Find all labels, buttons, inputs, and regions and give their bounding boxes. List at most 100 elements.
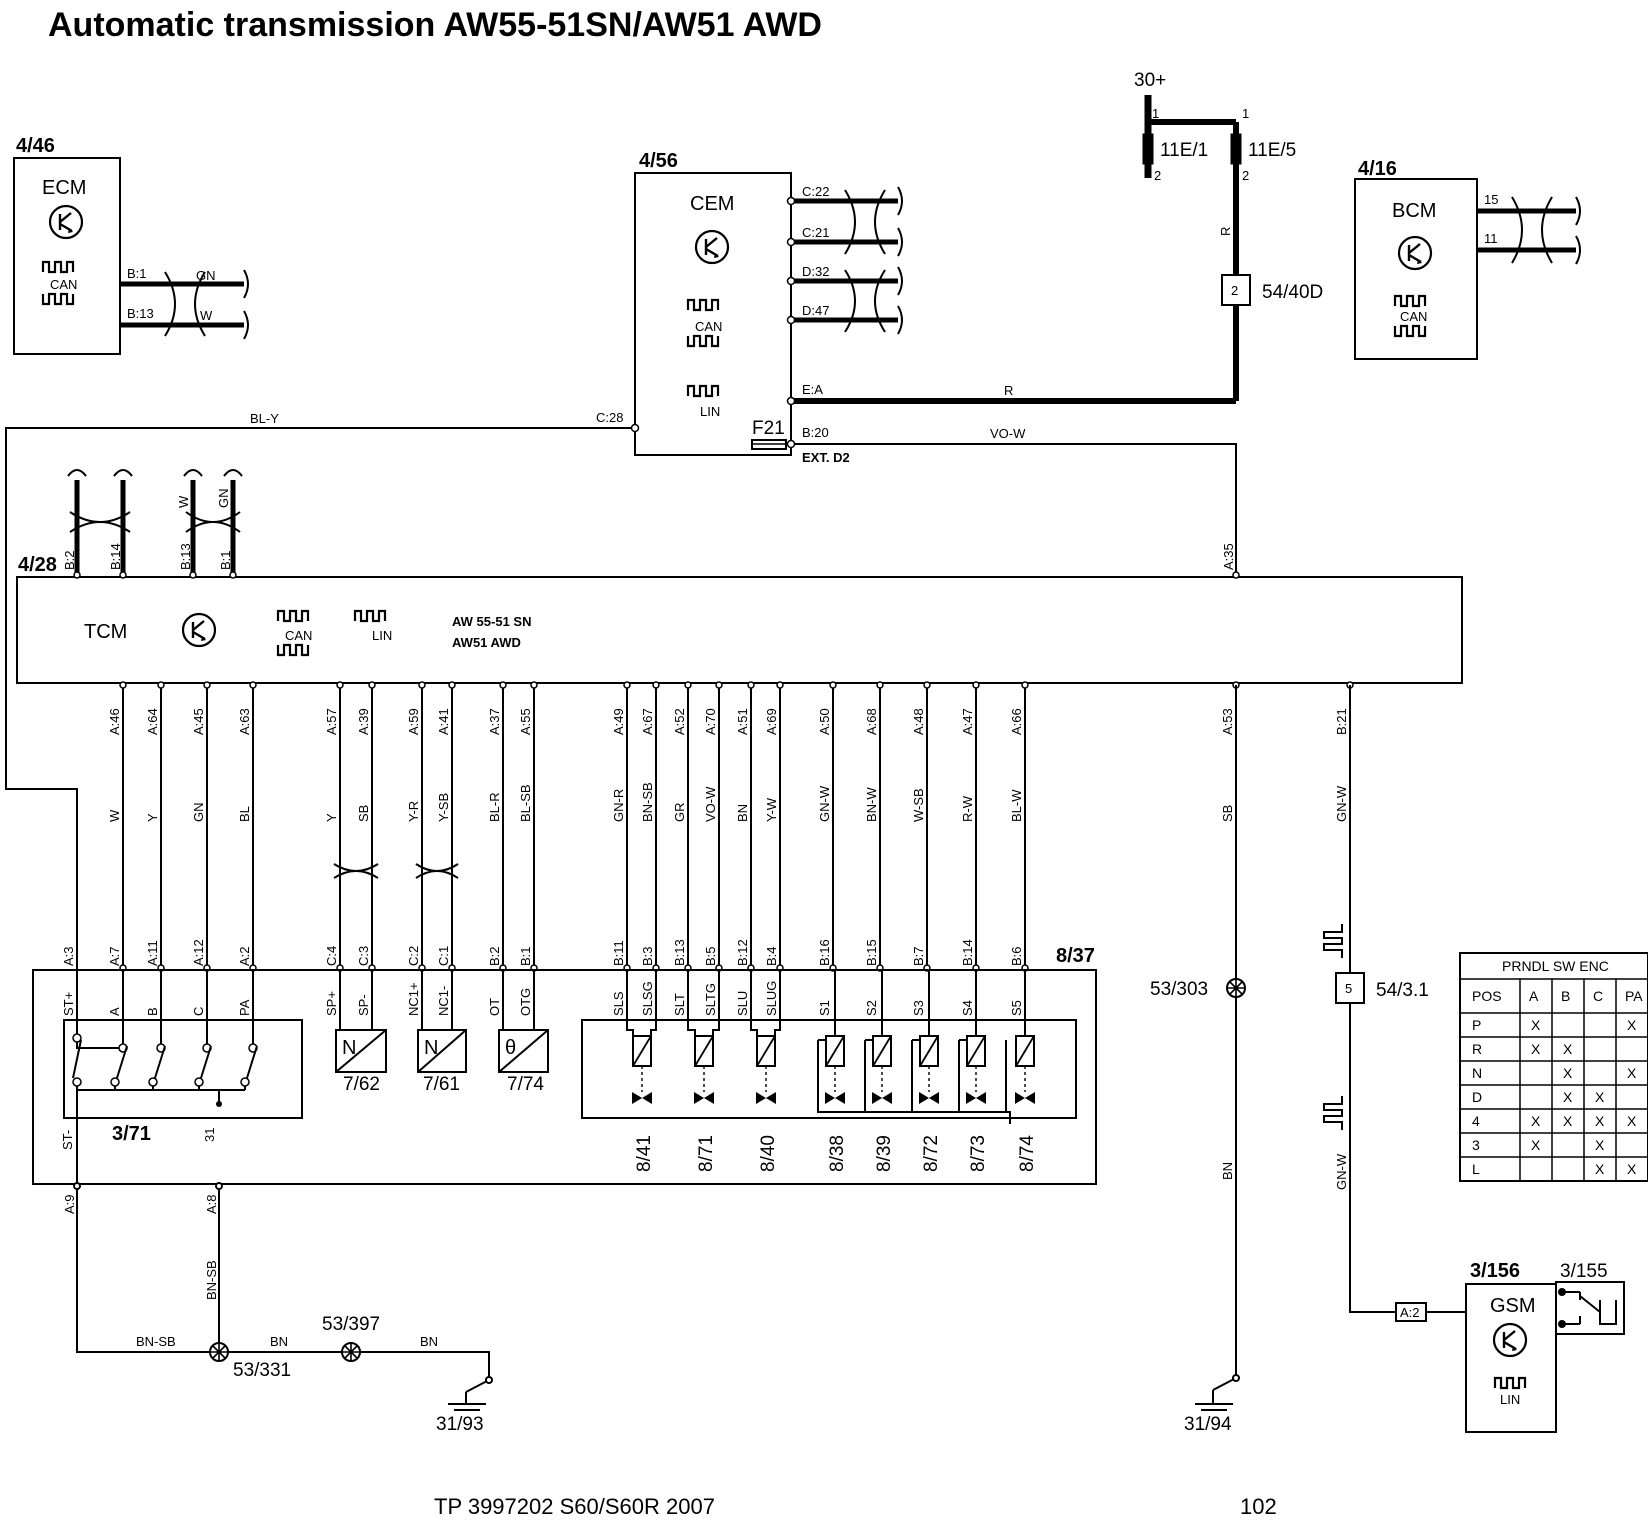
tcm-can: CAN (285, 628, 312, 643)
valve-body-label: S5 (1009, 1000, 1024, 1016)
tcm-bottom-wires: A:46WA:64YA:45GNA:63BLA:57YA:39SBA:59Y-R… (107, 681, 1354, 972)
tcm-bottom-pin: A:64 (145, 708, 160, 735)
tcm-bottom-pin: A:41 (436, 708, 451, 735)
prndl-cell: X (1563, 1065, 1573, 1081)
prndl-cell: X (1595, 1089, 1605, 1105)
tcm-bottom-wire: Y-R (406, 801, 421, 822)
cem-lin: LIN (700, 404, 720, 419)
prndl-cell: X (1627, 1161, 1637, 1177)
prndl-cell: X (1595, 1113, 1605, 1129)
tcm-bottom-pin: A:63 (237, 708, 252, 735)
tcm-bottom-wire: GN-W (817, 785, 832, 822)
valve-body-pin: B:11 (611, 940, 626, 966)
valve-body-label: S3 (911, 1000, 926, 1016)
tcm-bottom-pin: A:55 (518, 708, 533, 735)
tcm-top-pin-b2: B:2 (62, 550, 77, 570)
tcm-bottom-pin: A:69 (764, 708, 779, 735)
cem-ext-d2: EXT. D2 (802, 450, 850, 465)
solenoid-label: 8/72 (921, 1135, 942, 1172)
ecm-name: ECM (42, 177, 86, 199)
tcm-bottom-pin: A:59 (406, 708, 421, 735)
gsm-ecu-icon (1492, 1322, 1528, 1358)
splice-53-331-label: 53/331 (233, 1360, 291, 1381)
prndl-title: PRNDL SW ENC (1502, 958, 1609, 974)
sensor-symbol: θ (505, 1037, 516, 1059)
tcm-bottom-wire: BL (237, 806, 252, 822)
prndl-cell: L (1472, 1161, 1480, 1177)
prndl-cell: X (1563, 1113, 1573, 1129)
valve-body-pin: B:5 (703, 946, 718, 966)
tcm-bottom-pin: A:66 (1009, 708, 1024, 735)
splice-53-397 (341, 1342, 361, 1362)
tcm-bottom-pin: A:49 (611, 708, 626, 735)
tcm-model1: AW 55-51 SN (452, 614, 531, 629)
ground-pin-a9: A:9 (62, 1194, 77, 1214)
cem-pin-b20: B:20 (802, 425, 829, 440)
cem-name: CEM (690, 193, 734, 215)
tcm-ref: 4/28 (18, 554, 57, 576)
tcm-bottom-wire: Y (145, 813, 160, 822)
prndl-cell: X (1531, 1017, 1541, 1033)
ground-31-94: 31/94 (1184, 1414, 1232, 1435)
solenoid-label: 8/40 (758, 1135, 779, 1172)
splice-53-331 (209, 1342, 229, 1362)
valve-body-label: B (145, 1007, 160, 1016)
gsm-switch-ref: 3/155 (1560, 1261, 1608, 1282)
tcm-bottom-wire: W (107, 809, 122, 822)
valve-body-label: OTG (518, 988, 533, 1016)
gsm-wire-gnw: GN-W (1334, 1153, 1349, 1190)
valve-body-pin: C:2 (406, 946, 421, 966)
valve-body-label: S2 (864, 1000, 879, 1016)
prndl-cell: X (1563, 1089, 1573, 1105)
valve-body-label: OT (487, 998, 502, 1016)
valve-body-label: SLU (735, 991, 750, 1016)
tcm-bottom-wire: BN-W (864, 787, 879, 822)
solenoid-label: 8/41 (634, 1135, 655, 1172)
ground-wire-bn3: BN (1220, 1162, 1235, 1180)
ecm-wire-gn: GN (196, 268, 216, 283)
splice-53-397-label: 53/397 (322, 1314, 380, 1335)
cem-pin-ea: E:A (802, 382, 823, 397)
ecm-pin-b1: B:1 (127, 266, 147, 281)
valve-body-pin: C:1 (436, 946, 451, 966)
tcm-bottom-wire: GN-W (1334, 785, 1349, 822)
cem-pin-c21: C:21 (802, 225, 829, 240)
ecm-ref: 4/46 (16, 135, 55, 157)
valve-body-pin: B:14 (960, 939, 975, 966)
valve-body-label: NC1+ (406, 982, 421, 1016)
fuse-pin-1b: 1 (1242, 106, 1249, 121)
footer-doc: TP 3997202 S60/S60R 2007 (434, 1494, 715, 1519)
prndl-cell: X (1595, 1161, 1605, 1177)
switch-st-minus: ST- (60, 1130, 75, 1150)
ground-wire-bn2: BN (420, 1334, 438, 1349)
valve-body-pin: B:3 (640, 946, 655, 966)
prndl-cell: X (1595, 1137, 1605, 1153)
fuse-11e1-label: 11E/1 (1160, 140, 1208, 161)
ecm-can: CAN (50, 277, 77, 292)
tcm-top-wire-w: W (176, 495, 191, 508)
tcm-bottom-pin: A:51 (735, 708, 750, 735)
valve-body-label: SLSG (640, 981, 655, 1016)
valve-body-label: NC1- (436, 986, 451, 1016)
valve-body-label: S1 (817, 1000, 832, 1016)
gsm-lin: LIN (1500, 1392, 1520, 1407)
solenoid-label: 8/71 (696, 1135, 717, 1172)
tcm-bottom-pin: A:50 (817, 708, 832, 735)
cem-pin-d32: D:32 (802, 264, 829, 279)
valve-body-parts: A:3ST+A:7AA:11BA:12CA:2PAC:4SP+C:3SP-C:2… (61, 939, 1038, 1172)
prndl-header: A (1529, 988, 1539, 1004)
ground-pin-a8: A:8 (204, 1194, 219, 1214)
solenoid-label: 8/38 (827, 1135, 848, 1172)
prndl-cell: 4 (1472, 1113, 1480, 1129)
tcm-bottom-wire: GN (191, 803, 206, 823)
tcm-bottom-pin: A:37 (487, 708, 502, 735)
bcm-pin-15: 15 (1484, 192, 1498, 207)
supply-label: 30+ (1134, 70, 1166, 91)
valve-body-pin: C:3 (356, 946, 371, 966)
valve-body-pin: A:7 (107, 946, 122, 966)
valve-body-label: SLTG (703, 983, 718, 1016)
valve-body-pin: A:3 (61, 946, 76, 966)
valve-body-pin: B:12 (735, 939, 750, 966)
ground-wire-bnsb-v: BN-SB (204, 1260, 219, 1300)
